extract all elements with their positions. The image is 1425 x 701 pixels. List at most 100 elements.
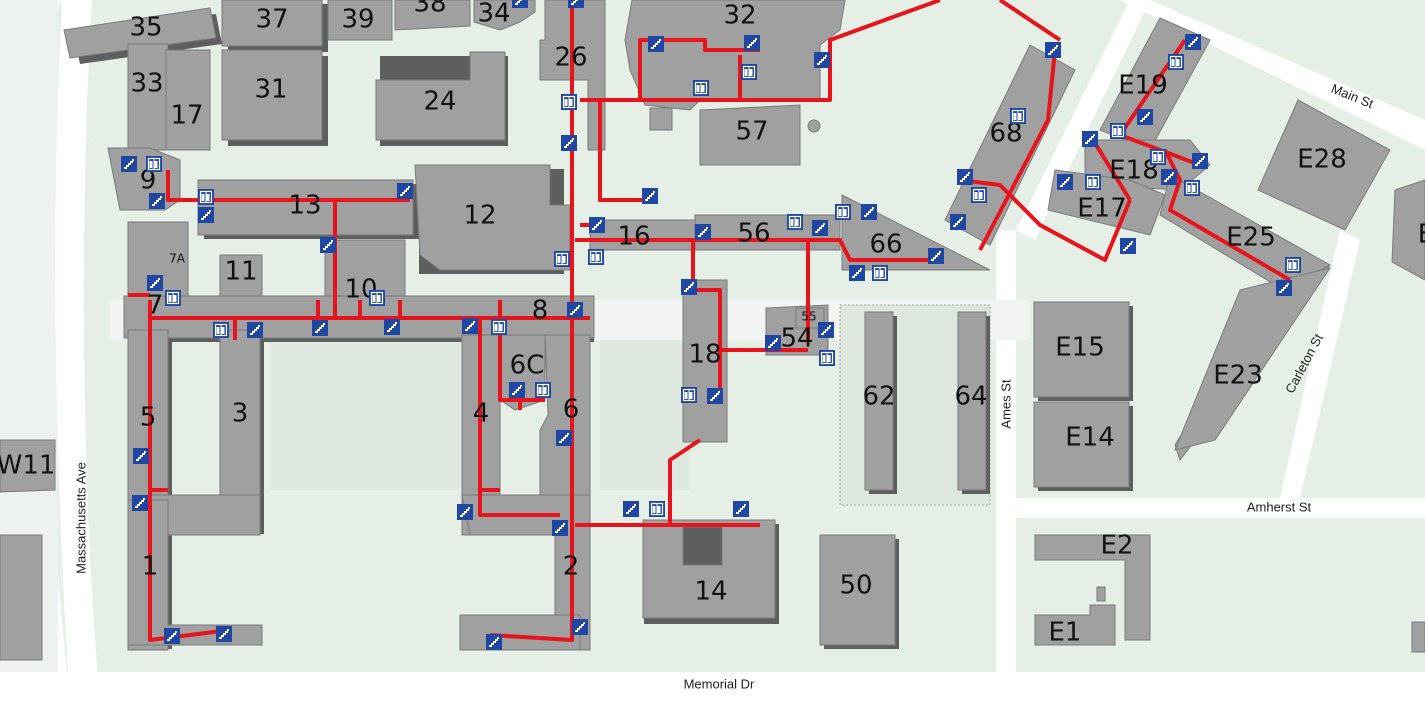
- building-17[interactable]: [165, 49, 211, 151]
- building-labels: 35 37 39 38 34 32 26 33 17 31 24 57 68 E…: [0, 0, 1425, 648]
- stairs-icon: [861, 204, 877, 220]
- building-39[interactable]: [327, 0, 393, 41]
- building-e14[interactable]: [1033, 401, 1130, 488]
- building-57[interactable]: [699, 104, 801, 166]
- stairs-icon: [312, 320, 328, 336]
- label-14: 14: [694, 577, 727, 607]
- building-e-south-edge: [1411, 621, 1425, 653]
- stairs-icon: [681, 279, 697, 295]
- elevator-icon: [787, 214, 803, 230]
- access-icons: [121, 0, 1301, 650]
- elevator-icon: [1150, 149, 1166, 165]
- elevator-icon: [835, 204, 851, 220]
- label-6c: 6C: [510, 351, 545, 381]
- building-38[interactable]: [394, 0, 471, 31]
- ames-street-road: [996, 230, 1016, 672]
- label-56: 56: [737, 219, 770, 249]
- building-35[interactable]: [63, 7, 217, 59]
- stairs-icon: [744, 35, 760, 51]
- stairs-icon: [695, 224, 711, 240]
- building-e15[interactable]: [1033, 301, 1130, 398]
- elevator-icon: [491, 319, 507, 335]
- building-13[interactable]: [197, 179, 414, 236]
- street-label-memorial-dr: Memorial Dr: [684, 676, 755, 691]
- label-5: 5: [140, 403, 157, 433]
- building-e1[interactable]: [1034, 604, 1116, 646]
- stairs-icon: [147, 275, 163, 291]
- label-e-edge: E: [1418, 220, 1425, 250]
- stairs-icon: [957, 169, 973, 185]
- stairs-icon: [818, 322, 834, 338]
- stairs-icon: [457, 504, 473, 520]
- label-18: 18: [688, 340, 721, 370]
- building-e28[interactable]: [1257, 99, 1391, 231]
- stairs-icon: [1185, 34, 1201, 50]
- building-1-south: [127, 499, 263, 646]
- elevator-icon: [872, 265, 888, 281]
- building-e-edge[interactable]: [1391, 179, 1425, 281]
- stairs-icon: [552, 520, 568, 536]
- label-e23: E23: [1213, 361, 1263, 391]
- elevator-icon: [1110, 123, 1126, 139]
- elevator-icon: [1184, 180, 1200, 196]
- stairs-icon: [320, 237, 336, 253]
- stairs-icon: [733, 501, 749, 517]
- elevator-icon: [1168, 54, 1184, 70]
- memorial-drive-road: [0, 672, 1425, 701]
- label-6: 6: [563, 395, 580, 425]
- elevator-icon: [554, 251, 570, 267]
- stairs-icon: [512, 0, 528, 8]
- building-37[interactable]: [221, 0, 323, 47]
- building-e1-kiosk: [1096, 586, 1106, 602]
- elevator-icon: [693, 80, 709, 96]
- building-11[interactable]: [219, 254, 263, 301]
- stairs-icon: [928, 248, 944, 264]
- building-w11[interactable]: [0, 439, 56, 493]
- elevator-icon: [1010, 108, 1026, 124]
- stairs-icon: [707, 388, 723, 404]
- elevator-icon: [146, 156, 162, 172]
- elevator-icon: [369, 290, 385, 306]
- stairs-icon: [765, 335, 781, 351]
- elevator-icon: [741, 64, 757, 80]
- building-62[interactable]: [864, 311, 894, 491]
- label-54: 54: [780, 324, 813, 354]
- stairs-icon: [462, 318, 478, 334]
- label-64: 64: [954, 382, 987, 412]
- building-57-dome: [807, 119, 821, 133]
- building-16[interactable]: [589, 219, 696, 251]
- elevator-icon: [561, 94, 577, 110]
- stairs-icon: [623, 501, 639, 517]
- stairs-icon: [397, 183, 413, 199]
- label-e2: E2: [1101, 531, 1134, 561]
- label-33: 33: [130, 69, 163, 99]
- label-9: 9: [140, 166, 157, 196]
- label-31: 31: [254, 75, 287, 105]
- building-31[interactable]: [221, 49, 323, 141]
- stairs-icon: [1057, 174, 1073, 190]
- stairs-icon: [247, 322, 263, 338]
- building-66[interactable]: [841, 194, 991, 271]
- label-e15: E15: [1055, 333, 1105, 363]
- building-24[interactable]: [375, 51, 506, 141]
- building-e2[interactable]: [1034, 534, 1151, 641]
- carleton-street-road: [1280, 230, 1360, 498]
- label-8: 8: [532, 296, 549, 326]
- street-label-ames-st: Ames St: [998, 379, 1013, 429]
- label-35: 35: [129, 13, 162, 43]
- building-2-south: [459, 614, 581, 651]
- building-50[interactable]: [819, 534, 896, 646]
- building-64[interactable]: [957, 311, 987, 491]
- label-w11: W11: [0, 451, 55, 481]
- building-10[interactable]: [324, 239, 406, 303]
- stairs-icon: [648, 36, 664, 52]
- elevator-icon: [198, 189, 214, 205]
- elevator-icon: [971, 187, 987, 203]
- label-e25: E25: [1226, 223, 1276, 253]
- stairs-icon: [133, 448, 149, 464]
- stairs-icon: [1192, 153, 1208, 169]
- label-2: 2: [563, 552, 580, 582]
- stairs-icon: [950, 214, 966, 230]
- stairs-icon: [849, 265, 865, 281]
